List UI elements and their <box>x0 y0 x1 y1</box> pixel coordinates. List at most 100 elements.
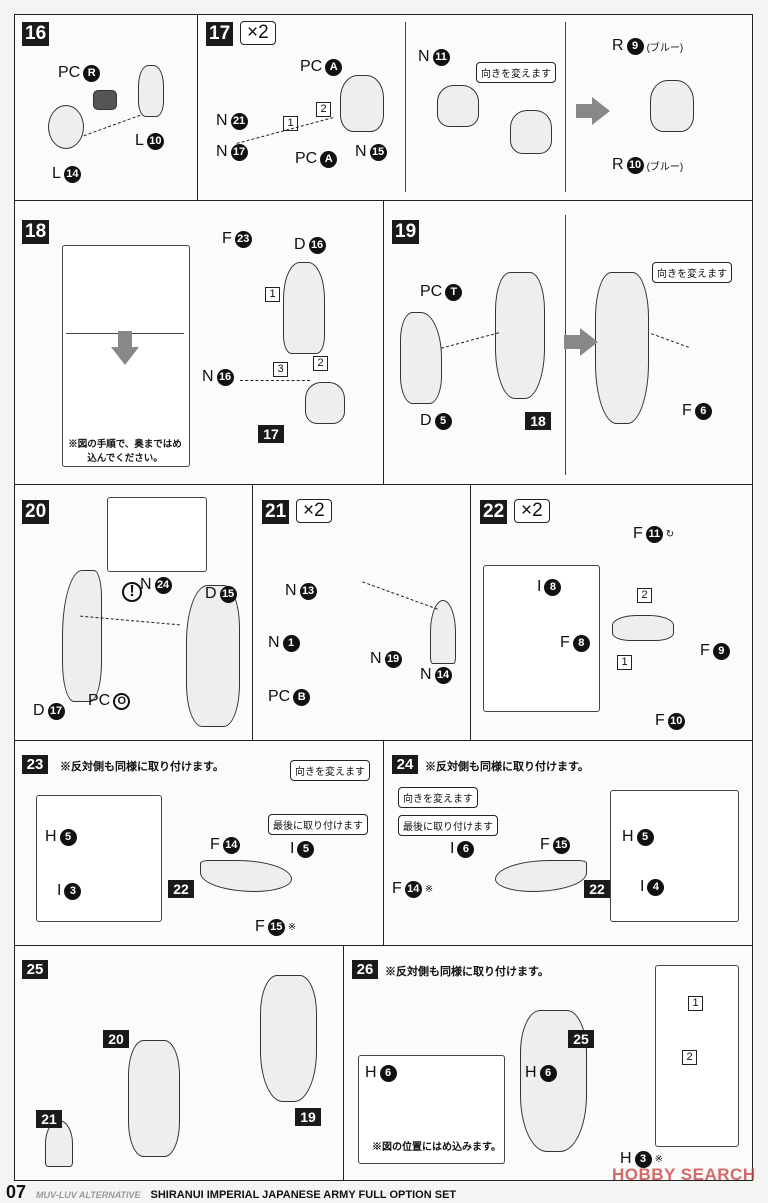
callout-turn: 向きを変えます <box>652 262 732 283</box>
order-number: 2 <box>313 356 328 371</box>
part-drawing <box>128 1040 180 1157</box>
callout-turn: 向きを変えます <box>290 760 370 781</box>
assembly-guide <box>240 380 310 381</box>
order-number: 2 <box>637 588 652 603</box>
order-number: 3 <box>273 362 288 377</box>
detail-inset <box>36 795 162 922</box>
instruction-note: ※反対側も同様に取り付けます。 <box>385 966 549 978</box>
divider <box>405 22 406 192</box>
instruction-note: ※図の位置にはめ込みます。 <box>372 1142 501 1153</box>
order-number: 1 <box>617 655 632 670</box>
divider <box>565 22 566 192</box>
step-number: 23 <box>22 755 48 774</box>
part-drawing <box>283 262 325 354</box>
page-number: 07 <box>6 1182 27 1202</box>
step-number: 17 <box>206 22 234 46</box>
step-number: 16 <box>22 22 50 46</box>
quantity-badge: ×2 <box>296 499 332 523</box>
down-arrow-icon <box>111 347 139 365</box>
part-drawing <box>495 272 545 399</box>
detail-inset <box>483 565 600 712</box>
order-number: 2 <box>682 1050 697 1065</box>
caution-icon: ! <box>122 582 142 602</box>
step-reference: 17 <box>258 425 284 443</box>
detail-inset <box>610 790 739 922</box>
step-number: 26 <box>352 960 378 979</box>
step-number: 18 <box>22 220 50 244</box>
part-drawing <box>340 75 384 132</box>
step-reference: 21 <box>36 1110 62 1128</box>
watermark: HOBBY SEARCH <box>612 1165 756 1184</box>
instruction-note: ※反対側も同様に取り付けます。 <box>425 761 589 773</box>
step-number: 22 <box>480 500 508 524</box>
step-number: 19 <box>392 220 420 244</box>
step-number: 21 <box>262 500 290 524</box>
footer: 07 MUV-LUV ALTERNATIVE SHIRANUI IMPERIAL… <box>6 1182 456 1203</box>
step-reference: 18 <box>525 412 551 430</box>
order-number: 1 <box>265 287 280 302</box>
part-drawing <box>612 615 674 641</box>
part-drawing <box>200 860 292 892</box>
detail-inset <box>107 497 207 572</box>
callout-turn: 向きを変えます <box>398 787 478 808</box>
order-number: 2 <box>316 102 331 117</box>
part-drawing <box>305 382 345 424</box>
part-drawing <box>430 600 456 664</box>
next-arrow-icon <box>576 97 610 125</box>
callout-last: 最後に取り付けます <box>268 814 368 835</box>
product-title: SHIRANUI IMPERIAL JAPANESE ARMY FULL OPT… <box>150 1189 457 1201</box>
part-drawing <box>595 272 649 424</box>
quantity-badge: ×2 <box>240 21 276 45</box>
step-number: 24 <box>392 755 418 774</box>
part-drawing <box>48 105 84 149</box>
step-reference: 20 <box>103 1030 129 1048</box>
part-drawing <box>93 90 117 110</box>
part-drawing <box>138 65 164 117</box>
quantity-badge: ×2 <box>514 499 550 523</box>
part-drawing <box>186 585 240 727</box>
callout-turn: 向きを変えます <box>476 62 556 83</box>
detail-inset <box>655 965 739 1147</box>
step-reference: 22 <box>584 880 610 898</box>
step-number: 20 <box>22 500 50 524</box>
instruction-note: ※反対側も同様に取り付けます。 <box>60 761 224 773</box>
part-drawing <box>510 110 552 154</box>
part-drawing <box>650 80 694 132</box>
callout-last: 最後に取り付けます <box>398 815 498 836</box>
step-number: 25 <box>22 960 48 979</box>
order-number: 1 <box>688 996 703 1011</box>
